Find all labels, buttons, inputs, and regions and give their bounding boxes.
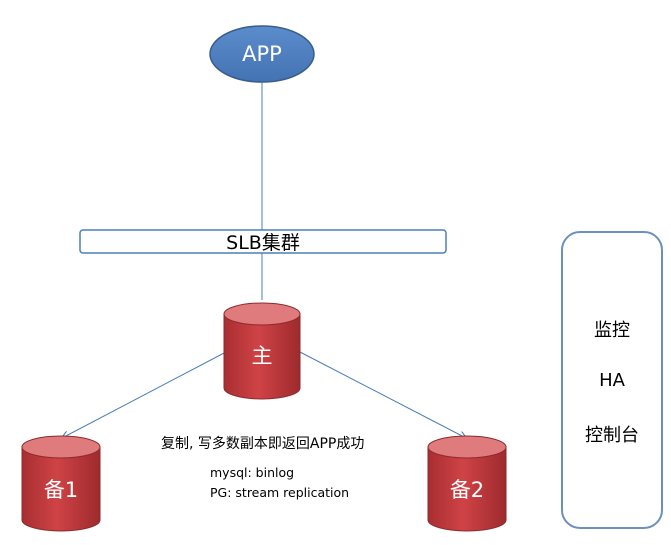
monitor-panel-shape [561,231,663,529]
standby2-db-shape [427,435,507,532]
pg-replication-note: PG: stream replication [210,485,350,500]
replication-note: 复制, 写多数副本即返回APP成功 [161,436,365,452]
primary-db-shape [223,302,301,400]
console-label: 控制台 [585,425,639,446]
monitor-label: 监控 [594,320,630,341]
mysql-replication-note: mysql: binlog [210,465,295,480]
primary-to-standby2-arrow [299,351,466,438]
primary-to-standby1-arrow [62,351,227,438]
slb-cluster-shape [79,229,447,254]
ha-label: HA [599,370,625,391]
app-node-shape [209,25,315,83]
standby1-db-shape [21,435,101,532]
